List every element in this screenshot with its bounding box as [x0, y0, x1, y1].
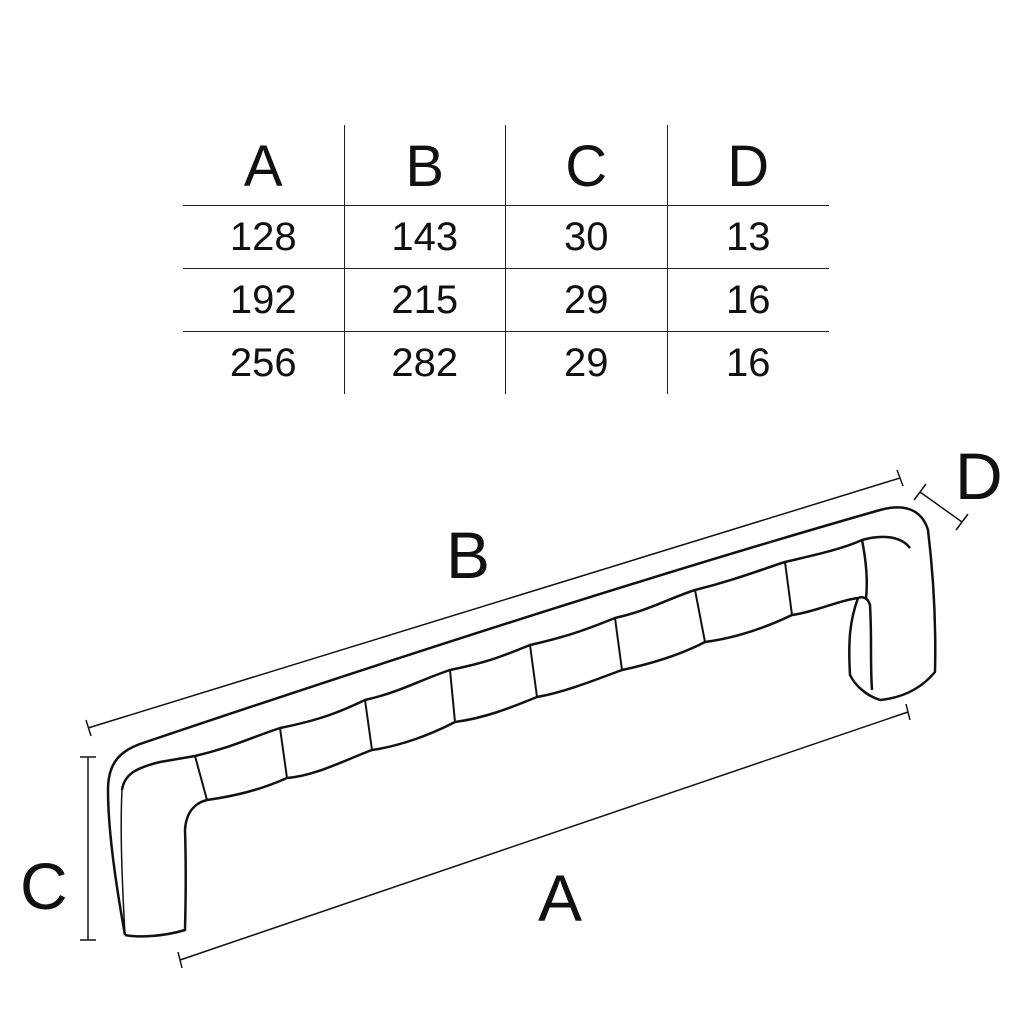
segment-dividers	[194, 561, 793, 801]
header-a: A	[183, 125, 345, 205]
label-c: C	[20, 849, 68, 923]
left-leg-line	[120, 789, 126, 936]
label-b: B	[446, 518, 491, 592]
cell: 29	[506, 269, 668, 331]
cell: 13	[726, 215, 771, 259]
table-row: 192 215 29 16	[183, 269, 829, 332]
dim-a-line	[179, 711, 909, 961]
cell: 282	[345, 332, 506, 394]
dim-d-line	[919, 491, 963, 523]
dimension-lines	[80, 469, 969, 969]
table-row: 128 143 30 13	[183, 206, 829, 269]
cell: 30	[506, 206, 668, 268]
dim-b-line	[87, 477, 901, 729]
cell: 256	[183, 332, 345, 394]
cell: 29	[506, 332, 668, 394]
header-b: B	[345, 125, 506, 205]
cell: 128	[183, 206, 345, 268]
bar-bottom-edge	[206, 596, 874, 802]
header-c: C	[506, 125, 668, 205]
cell: 192	[183, 269, 345, 331]
header-d: D	[727, 134, 770, 199]
dimensions-table: A B C D 128 143 30 13 192 215 29 16 256 …	[183, 125, 829, 394]
cell: 143	[345, 206, 506, 268]
cell: 215	[345, 269, 506, 331]
right-leg-line	[860, 539, 869, 599]
label-a: A	[538, 861, 583, 935]
cell: 16	[726, 341, 771, 385]
left-leg-inner	[124, 798, 208, 938]
table-row: 256 282 29 16	[183, 332, 829, 394]
cell: 16	[726, 278, 771, 322]
handle-outline	[106, 506, 937, 936]
table-header-row: A B C D	[183, 125, 829, 206]
label-d: D	[955, 439, 1003, 513]
